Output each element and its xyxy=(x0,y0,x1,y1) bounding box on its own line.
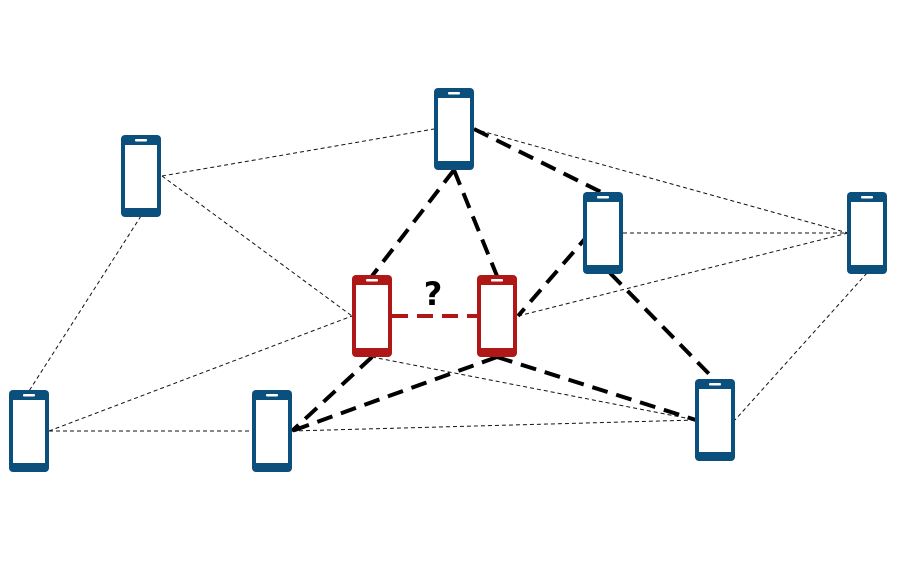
phone-screen xyxy=(356,285,388,348)
highlighted-device-n5 xyxy=(352,275,392,357)
edge-n2-n5 xyxy=(370,168,456,278)
phone-speaker xyxy=(709,383,721,386)
phone-speaker xyxy=(491,279,503,282)
edge-n3-n10 xyxy=(608,271,717,382)
edge-n5-n9 xyxy=(290,355,374,433)
highlighted-device-n6 xyxy=(477,275,517,357)
edge-n2-n3 xyxy=(473,127,604,195)
device-n8 xyxy=(252,390,292,472)
phone-screen xyxy=(481,285,513,348)
device-n2 xyxy=(434,88,474,170)
edge-n2-n4 xyxy=(473,128,849,234)
edges-layer xyxy=(28,127,868,433)
edge-n1-n2 xyxy=(161,128,435,177)
query-label: ? xyxy=(424,275,443,313)
phone-speaker xyxy=(135,139,147,142)
device-n1 xyxy=(121,135,161,217)
nodes-layer xyxy=(9,88,887,472)
edge-n8-n5 xyxy=(48,315,353,432)
edge-n3-n6 xyxy=(516,231,592,318)
edge-n9-n10 xyxy=(291,419,697,432)
query-edge-group: ? xyxy=(392,275,477,318)
phone-screen xyxy=(587,202,619,265)
device-n4 xyxy=(847,192,887,274)
phone-screen xyxy=(13,400,45,463)
phone-speaker xyxy=(597,196,609,199)
edge-n4-n6 xyxy=(517,232,849,317)
edge-n1-n8 xyxy=(28,215,142,392)
device-n3 xyxy=(583,192,623,274)
phone-speaker xyxy=(266,394,278,397)
phone-speaker xyxy=(448,92,460,95)
edge-n4-n10 xyxy=(734,272,868,421)
edge-n6-n10 xyxy=(496,355,697,422)
device-n7 xyxy=(9,390,49,472)
edge-n6-n9 xyxy=(291,355,498,433)
phone-speaker xyxy=(23,394,35,397)
phone-screen xyxy=(256,400,288,463)
edge-n2-n6 xyxy=(452,169,499,277)
phone-screen xyxy=(125,145,157,208)
phone-screen xyxy=(438,98,470,161)
phone-screen xyxy=(851,202,883,265)
phone-speaker xyxy=(366,279,378,282)
phone-speaker xyxy=(861,196,873,199)
device-n9 xyxy=(695,379,735,461)
edge-n5-n10 xyxy=(371,356,697,421)
edge-n1-n5 xyxy=(161,175,353,317)
phone-screen xyxy=(699,389,731,452)
